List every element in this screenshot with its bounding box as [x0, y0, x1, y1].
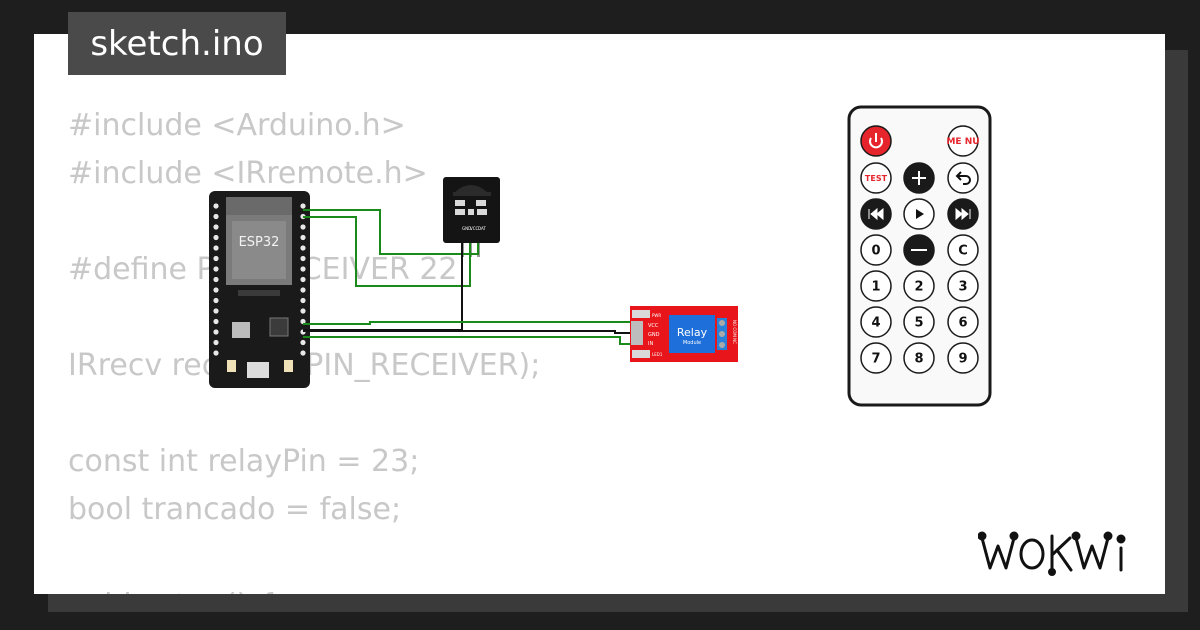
rewind-icon — [868, 207, 884, 221]
esp32-pin-left[interactable] — [213, 350, 219, 356]
esp32-pin-left[interactable] — [213, 329, 219, 335]
ir-receiver[interactable]: GND VCC DAT — [443, 177, 500, 257]
ir-pin-gnd: GND — [462, 226, 471, 231]
ir-remote[interactable]: ME NU TEST 0 C 1 2 3 4 5 6 7 8 9 — [847, 105, 992, 407]
esp32-pin-right[interactable] — [300, 255, 306, 262]
esp32-pin-right[interactable] — [300, 350, 306, 356]
digit-1-button[interactable]: 1 — [860, 270, 892, 302]
plus-icon — [912, 171, 926, 185]
play-button[interactable] — [903, 198, 935, 230]
esp32-pin-left[interactable] — [213, 234, 219, 241]
wires — [303, 209, 634, 345]
digit-7-button[interactable]: 7 — [860, 342, 892, 374]
digit-9-label: 9 — [958, 352, 967, 367]
code-line: #include <Arduino.h> — [68, 108, 406, 143]
esp32-pin-left[interactable] — [213, 318, 219, 325]
esp32-label: ESP32 — [239, 235, 280, 250]
fast-forward-button[interactable] — [947, 198, 979, 230]
ir-pin-vcc: VCC — [470, 226, 479, 231]
back-icon — [958, 175, 971, 185]
digit-2-label: 2 — [914, 280, 923, 295]
esp32-pin-right[interactable] — [300, 203, 306, 209]
fast-forward-icon — [955, 207, 971, 221]
esp32-pin-left[interactable] — [213, 245, 219, 251]
esp32-pin-left[interactable] — [213, 203, 219, 209]
relay-module[interactable]: PWR LED1 VCC GND IN Relay Module NO COM … — [630, 306, 738, 362]
menu-button[interactable]: ME NU — [946, 125, 980, 157]
relay-label: Relay — [677, 326, 708, 339]
ir-pin-dat: DAT — [478, 226, 486, 231]
plus-button[interactable] — [903, 162, 935, 194]
esp32-pin-left[interactable] — [213, 276, 219, 283]
back-button[interactable] — [947, 162, 979, 194]
menu-label: ME NU — [946, 137, 979, 147]
esp32-pin-right[interactable] — [300, 276, 306, 283]
esp32-pin-left[interactable] — [213, 297, 219, 304]
clear-button[interactable]: C — [947, 234, 979, 266]
digit-6-label: 6 — [958, 316, 967, 331]
wokwi-logo — [978, 531, 1126, 576]
esp32-pin-right[interactable] — [300, 266, 306, 272]
digit-0-button[interactable]: 0 — [860, 234, 892, 266]
digit-4-button[interactable]: 4 — [860, 306, 892, 338]
esp32-pin-left[interactable] — [213, 213, 219, 220]
relay-pwr-label: PWR — [652, 313, 661, 318]
digit-6-button[interactable]: 6 — [947, 306, 979, 338]
esp32-pin-left[interactable] — [213, 339, 219, 346]
code-line: bool trancado = false; — [68, 492, 402, 527]
relay-led-label: LED1 — [652, 352, 663, 357]
code-line: void setup() { — [68, 582, 540, 594]
esp32-pin-right[interactable] — [300, 224, 306, 230]
esp32-pin-right[interactable] — [300, 234, 306, 241]
relay-pin-vcc: VCC — [648, 323, 659, 329]
esp32-board[interactable]: ESP32 — [209, 191, 310, 388]
esp32-pin-left[interactable] — [213, 266, 219, 272]
esp32-pin-right[interactable] — [300, 318, 306, 325]
esp32-pin-right[interactable] — [300, 287, 306, 293]
rewind-button[interactable] — [860, 198, 892, 230]
code-line: #include <IRremote.h> — [68, 156, 428, 191]
power-button[interactable] — [860, 125, 892, 157]
esp32-pin-right[interactable] — [300, 245, 306, 251]
relay-sublabel: Module — [683, 340, 701, 346]
clear-label: C — [958, 244, 968, 259]
power-icon — [869, 137, 883, 149]
digit-5-label: 5 — [914, 316, 923, 331]
code-line: const int relayPin = 23; — [68, 444, 420, 479]
digit-3-button[interactable]: 3 — [947, 270, 979, 302]
esp32-pin-right[interactable] — [300, 308, 306, 314]
digit-8-label: 8 — [914, 352, 923, 367]
relay-pin-in: IN — [648, 341, 653, 347]
minus-button[interactable] — [903, 234, 935, 266]
digit-3-label: 3 — [958, 280, 967, 295]
digit-5-button[interactable]: 5 — [903, 306, 935, 338]
esp32-pin-right[interactable] — [300, 339, 306, 346]
digit-4-label: 4 — [871, 316, 880, 331]
relay-side-label: NO COM NC — [732, 320, 737, 344]
digit-9-button[interactable]: 9 — [947, 342, 979, 374]
digit-2-button[interactable]: 2 — [903, 270, 935, 302]
esp32-pin-left[interactable] — [213, 255, 219, 262]
test-button[interactable]: TEST — [860, 162, 892, 194]
file-tab[interactable]: sketch.ino — [68, 12, 286, 75]
play-icon — [916, 209, 924, 219]
digit-0-label: 0 — [871, 244, 880, 259]
digit-1-label: 1 — [871, 280, 880, 295]
test-label: TEST — [865, 174, 888, 183]
esp32-pin-right[interactable] — [300, 297, 306, 304]
relay-pin-gnd: GND — [648, 332, 660, 338]
esp32-pin-left[interactable] — [213, 308, 219, 314]
digit-7-label: 7 — [871, 352, 880, 367]
esp32-pin-left[interactable] — [213, 287, 219, 293]
digit-8-button[interactable]: 8 — [903, 342, 935, 374]
esp32-pin-left[interactable] — [213, 224, 219, 230]
